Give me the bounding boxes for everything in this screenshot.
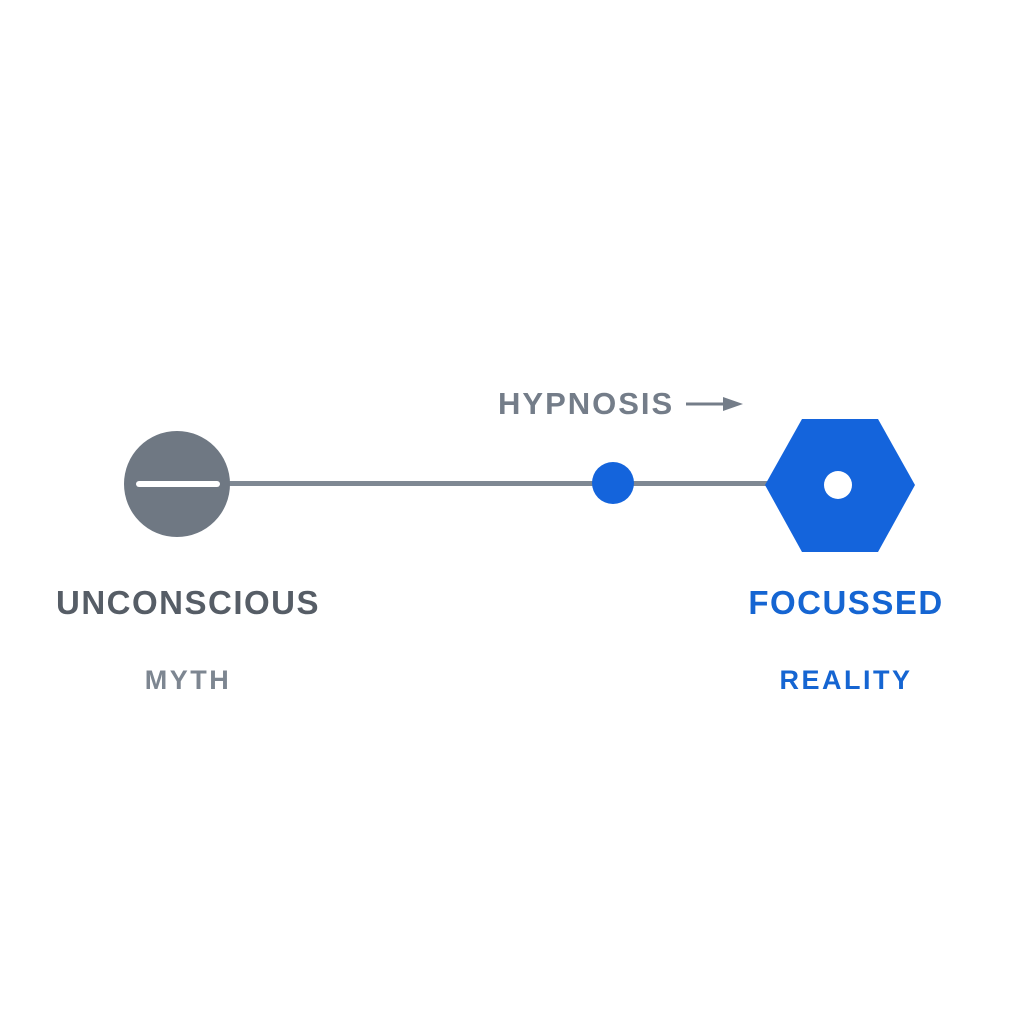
hypnosis-title-group: HYPNOSIS <box>498 386 744 422</box>
unconscious-label: UNCONSCIOUS <box>55 584 321 621</box>
right-arrow-icon <box>686 397 744 411</box>
focussed-hexagon-shape <box>765 419 915 552</box>
unconscious-circle-shape <box>124 431 230 537</box>
myth-label: MYTH <box>144 665 232 695</box>
spectrum-line <box>177 481 785 486</box>
hexagon-hole-icon <box>824 471 852 499</box>
right-label-block: FOCUSSED REALITY <box>691 584 1001 696</box>
focussed-label: FOCUSSED <box>748 584 944 621</box>
spectrum-dot-shape <box>592 462 634 504</box>
reality-label: REALITY <box>779 665 913 695</box>
hypnosis-title: HYPNOSIS <box>498 386 675 421</box>
left-label-block: UNCONSCIOUS MYTH <box>13 584 363 696</box>
minus-icon <box>136 481 220 487</box>
